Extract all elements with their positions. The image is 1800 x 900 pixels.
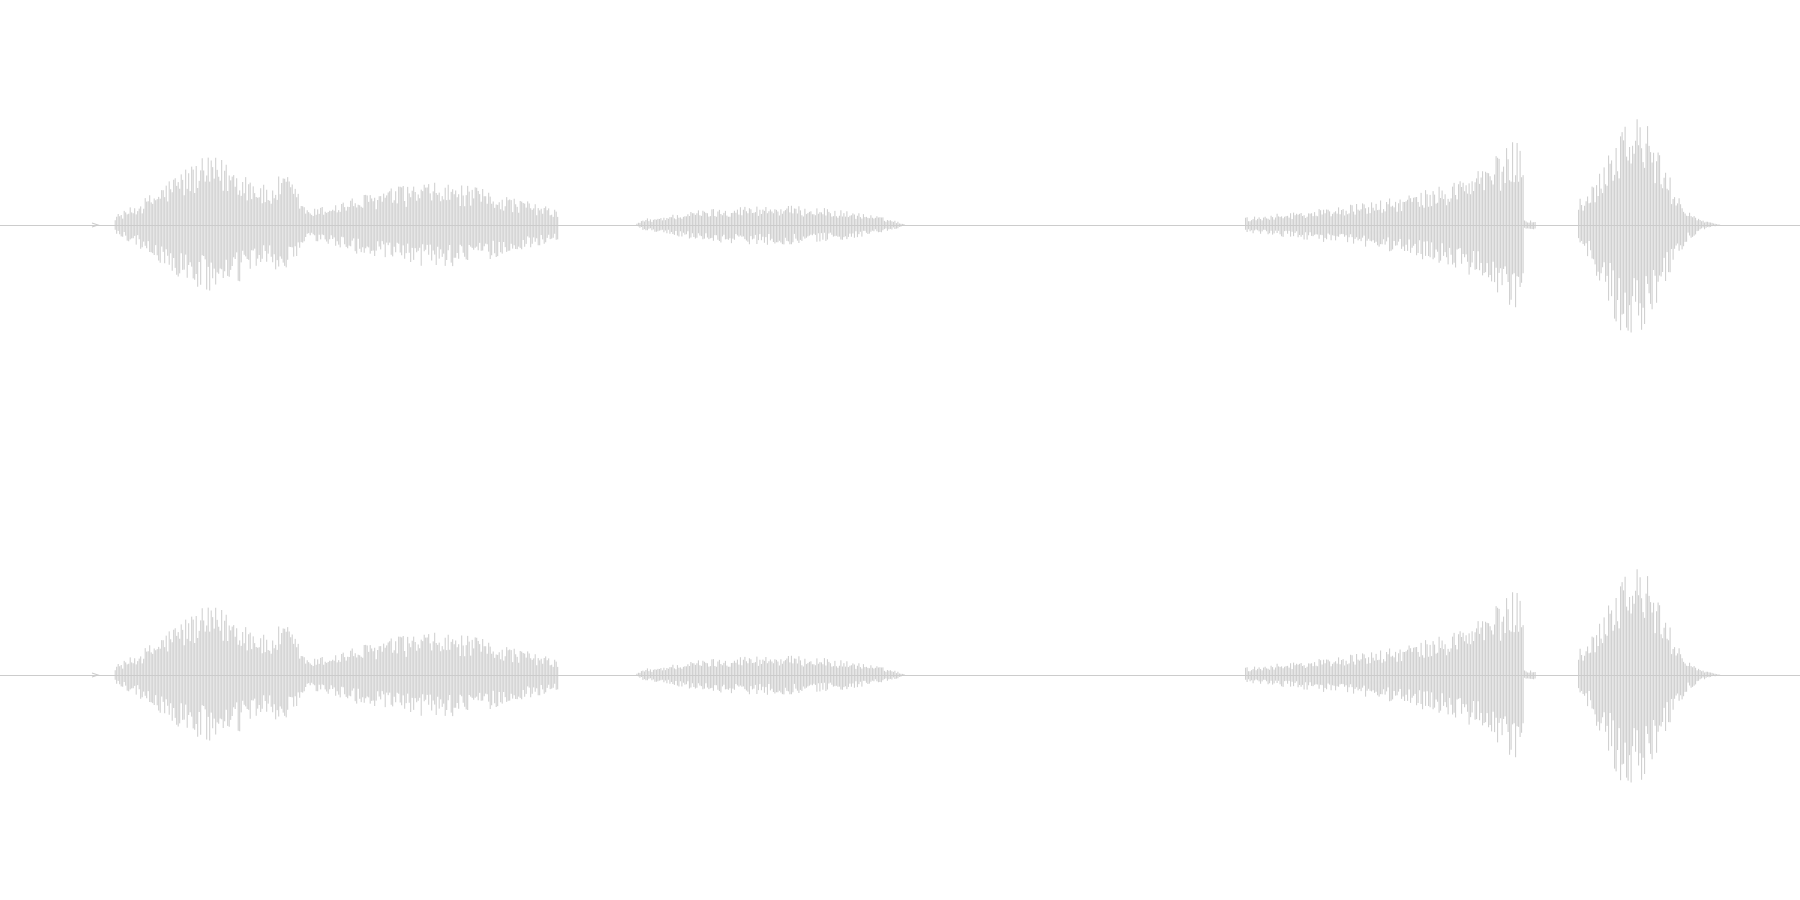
waveform-lead-tick	[91, 222, 100, 228]
waveform-lead-tick	[91, 672, 100, 678]
waveform-segment-1	[114, 607, 559, 741]
waveform-segment-4	[1578, 119, 1721, 333]
waveform-channel-top	[0, 119, 1800, 333]
waveform-segment-3	[1245, 142, 1536, 308]
waveform-segment-1	[114, 157, 559, 291]
waveform-channel-bottom	[0, 569, 1800, 783]
waveform-segment-2	[636, 655, 905, 695]
waveform-segment-4	[1578, 569, 1721, 783]
waveform-segment-2	[636, 205, 905, 245]
waveform-segment-3	[1245, 592, 1536, 758]
